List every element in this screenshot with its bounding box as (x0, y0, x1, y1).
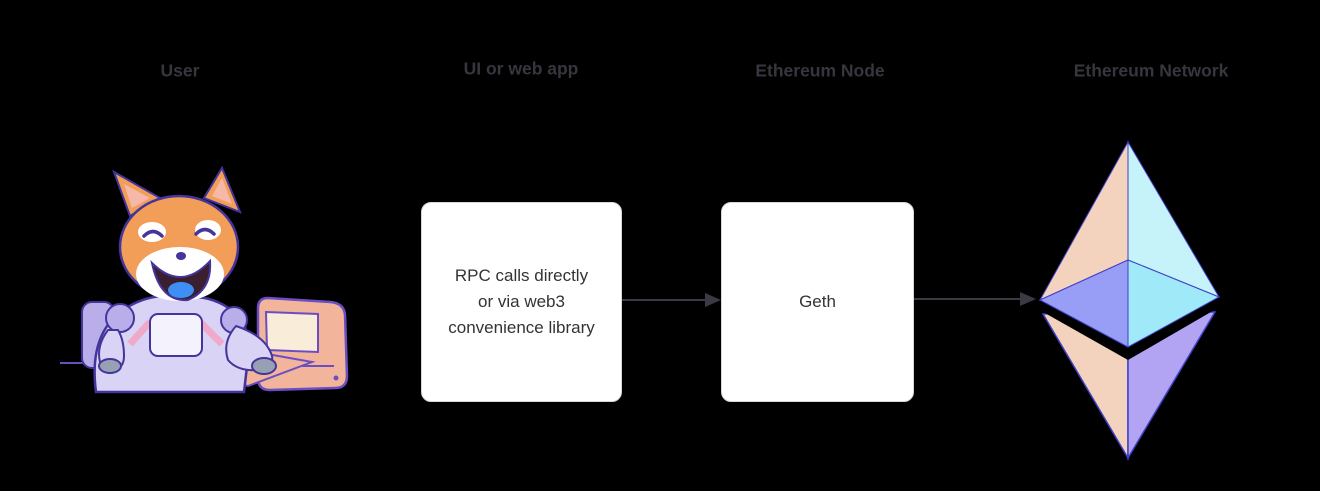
doge-tongue (168, 282, 194, 298)
doge-eye-left (142, 229, 164, 238)
glove-left (98, 358, 122, 374)
suit-strap-right (197, 319, 225, 347)
column-header-node: Ethereum Node (755, 60, 885, 81)
doge-nose (176, 252, 186, 260)
column-header-user: User (160, 60, 200, 81)
computer-screen (264, 310, 319, 354)
doge-ear-right-inner (212, 178, 232, 204)
suit-chest-panel (149, 313, 203, 357)
arrowhead-icon (705, 293, 721, 307)
arrowhead-icon (1020, 292, 1036, 306)
computer-power-light (333, 375, 339, 381)
node-geth-box: Geth (721, 202, 914, 402)
node-webapp-label: RPC calls directly or via web3 convenien… (448, 266, 595, 337)
column-header-webapp: UI or web app (463, 58, 579, 79)
doge-mouth-open (150, 258, 212, 302)
suit-shoulder-left (105, 303, 135, 333)
doge-eye-right (194, 227, 216, 236)
edge-webapp-to-geth (622, 293, 721, 307)
node-webapp-box: RPC calls directly or via web3 convenien… (421, 202, 622, 402)
ethereum-logo (1036, 140, 1223, 461)
glove-right (251, 357, 277, 375)
node-geth-label: Geth (799, 292, 836, 311)
column-header-network: Ethereum Network (1073, 60, 1229, 81)
edge-geth-to-network (914, 292, 1036, 306)
suit-strap-left (127, 319, 153, 347)
eth-mid-right-face (1127, 259, 1221, 348)
doge-ear-left-inner (124, 184, 150, 208)
doge-astronaut-at-computer-illustration (60, 165, 349, 394)
